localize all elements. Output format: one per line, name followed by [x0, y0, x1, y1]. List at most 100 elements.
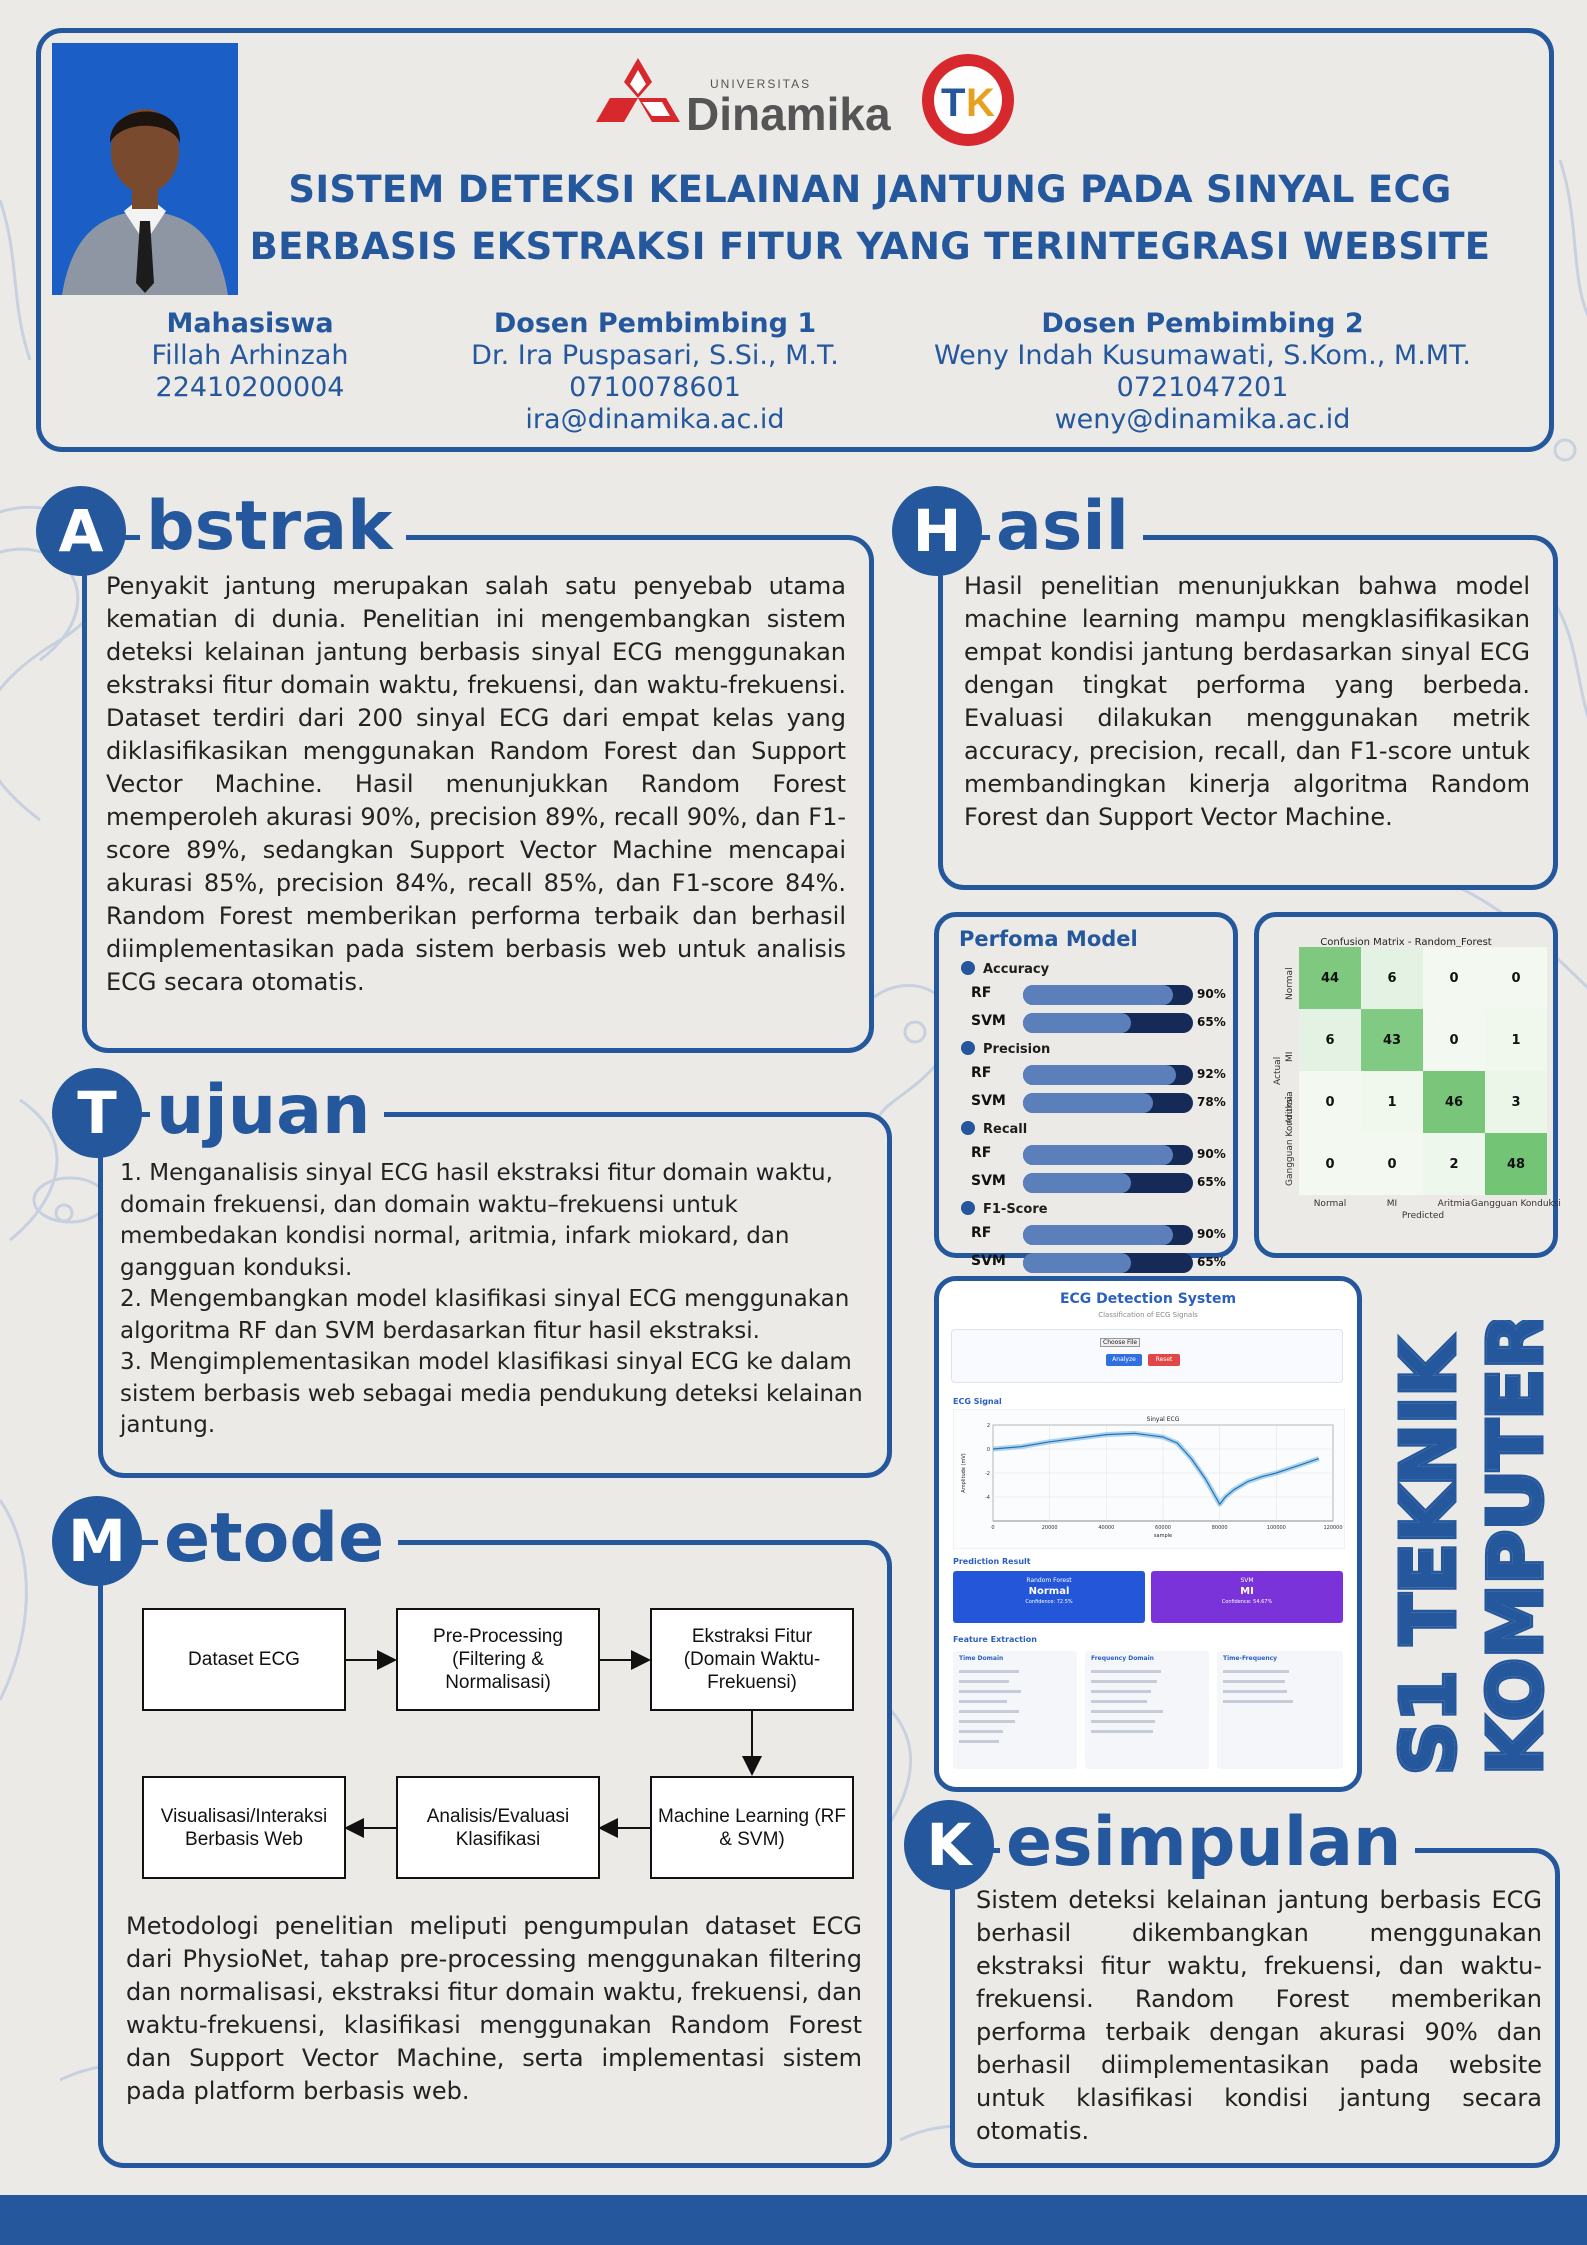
series-label: SVM: [971, 1173, 1006, 1189]
bar-track: [1023, 1253, 1193, 1273]
bar-value-label: 90%: [1197, 987, 1226, 1001]
web-rf-prediction: Normal: [1028, 1586, 1070, 1597]
confusion-matrix-cell: 1: [1485, 1009, 1547, 1071]
bar-track: [1023, 1093, 1193, 1113]
student-id: 22410200004: [155, 372, 345, 403]
ecg-x-tick: 20000: [1042, 1525, 1058, 1531]
advisor2-id: 0721047201: [1116, 372, 1289, 403]
confusion-matrix-cell: 6: [1299, 1009, 1361, 1071]
logo-small-text: UNIVERSITAS: [710, 77, 811, 91]
web-svm-result-card: SVM MI Confidence: 54.67%: [1151, 1571, 1343, 1623]
ecg-plot-title: Sinyal ECG: [1147, 1416, 1180, 1423]
confusion-matrix-cell: 44: [1299, 947, 1361, 1009]
web-analyze-button[interactable]: Analyze: [1106, 1354, 1142, 1366]
metric-bullet-icon: [961, 1201, 975, 1215]
web-feature-heading: Feature Extraction: [953, 1635, 1037, 1644]
web-time-frequency-card: Time-Frequency: [1217, 1651, 1343, 1769]
web-time-domain-label: Time Domain: [959, 1655, 1004, 1662]
flow-dataset-ecg: Dataset ECG: [142, 1608, 346, 1711]
web-prediction-heading: Prediction Result: [953, 1557, 1031, 1566]
advisor1-email[interactable]: ira@dinamika.ac.id: [525, 404, 785, 435]
web-frequency-domain-lines: [1091, 1670, 1163, 1733]
bar-fill: [1023, 1253, 1131, 1273]
metric-bullet-icon: [961, 1041, 975, 1055]
performance-metric-label: Recall: [961, 1121, 1027, 1137]
bar-track: [1023, 1013, 1193, 1033]
bar-fill: [1023, 1225, 1173, 1245]
web-reset-button[interactable]: Reset: [1148, 1354, 1180, 1366]
web-time-domain-lines: [959, 1670, 1021, 1743]
advisor2-email[interactable]: weny@dinamika.ac.id: [1054, 404, 1351, 435]
web-svm-label: SVM: [1240, 1577, 1254, 1584]
svg-text:K: K: [966, 81, 995, 125]
web-upload-card: Choose File Analyze Reset: [951, 1329, 1343, 1383]
confusion-matrix-cell: 0: [1485, 947, 1547, 1009]
ecg-plot-background: [953, 1409, 1345, 1549]
vertical-label-line2-fill: KOMPUTER: [1473, 1320, 1559, 1775]
ecg-y-tick: -2: [985, 1471, 990, 1477]
web-rf-confidence: Confidence: 72.5%: [1025, 1599, 1073, 1605]
web-time-domain-card: Time Domain: [953, 1651, 1077, 1769]
ecg-x-tick: 100000: [1267, 1525, 1286, 1531]
performance-chart-title: Perfoma Model: [959, 927, 1138, 951]
ecg-y-tick: 2: [987, 1423, 990, 1429]
metric-bullet-icon: [961, 961, 975, 975]
kesimpulan-badge: K: [904, 1800, 994, 1890]
abstrak-panel: [82, 535, 874, 1053]
ecg-x-tick: 40000: [1098, 1525, 1114, 1531]
confusion-matrix-x-tick: Gangguan Konduksi: [1471, 1199, 1561, 1209]
footer-bar: [0, 2195, 1587, 2245]
bar-track: [1023, 1225, 1193, 1245]
ecg-y-tick: 0: [987, 1447, 990, 1453]
tujuan-list: 1. Menganalisis sinyal ECG hasil ekstrak…: [120, 1158, 870, 1442]
web-subtitle: Classification of ECG Signals: [1098, 1311, 1198, 1319]
student-info: Mahasiswa Fillah Arhinzah 22410200004: [120, 308, 380, 404]
confusion-matrix-y-tick: Gangguan Konduksi: [1285, 1096, 1295, 1186]
svg-text:T: T: [941, 81, 965, 125]
advisor1-id: 0710078601: [569, 372, 741, 403]
confusion-matrix-x-label: Predicted: [1401, 1211, 1445, 1221]
bar-track: [1023, 1145, 1193, 1165]
poster-title-line1: SISTEM DETEKSI KELAINAN JANTUNG PADA SIN…: [288, 168, 1452, 211]
kesimpulan-panel: [950, 1848, 1560, 2168]
bar-fill: [1023, 985, 1173, 1005]
confusion-matrix-y-label: Actual: [1273, 1056, 1283, 1085]
confusion-matrix-cell: 2: [1423, 1133, 1485, 1195]
flow-machine-learning: Machine Learning (RF & SVM): [650, 1776, 854, 1879]
confusion-matrix-cell: 48: [1485, 1133, 1547, 1195]
web-choose-file-button[interactable]: Choose File: [1100, 1338, 1141, 1347]
web-svm-confidence: Confidence: 54.67%: [1221, 1599, 1273, 1605]
student-role: Mahasiswa: [166, 308, 334, 339]
hasil-text: Hasil penelitian menunjukkan bahwa model…: [964, 572, 1530, 831]
series-label: RF: [971, 985, 992, 1001]
tujuan-item: 1. Menganalisis sinyal ECG hasil ekstrak…: [120, 1160, 833, 1281]
bar-track: [1023, 985, 1193, 1005]
abstrak-heading: bstrak: [140, 484, 407, 570]
poster-title-line2: BERBASIS EKSTRAKSI FITUR YANG TERINTEGRA…: [249, 225, 1491, 268]
confusion-matrix-cell: 0: [1299, 1071, 1361, 1133]
web-svm-prediction: MI: [1240, 1586, 1254, 1597]
confusion-matrix-cell: 6: [1361, 947, 1423, 1009]
tujuan-heading: ujuan: [150, 1068, 385, 1154]
header-panel: [36, 28, 1554, 452]
tujuan-item: 2. Mengembangkan model klasifikasi sinya…: [120, 1286, 850, 1344]
ecg-y-label: Amplitude (mV): [961, 1453, 967, 1492]
metode-text: Metodologi penelitian meliputi pengumpul…: [126, 1912, 862, 2105]
metode-heading: etode: [158, 1496, 399, 1582]
bar-fill: [1023, 1173, 1131, 1193]
confusion-matrix-title: Confusion Matrix - Random_Forest: [1320, 937, 1492, 948]
advisor2-role: Dosen Pembimbing 2: [1041, 308, 1364, 339]
advisor2-info: Dosen Pembimbing 2 Weny Indah Kusumawati…: [910, 308, 1495, 436]
series-label: SVM: [971, 1253, 1006, 1269]
abstrak-text: Penyakit jantung merupakan salah satu pe…: [106, 572, 846, 996]
confusion-matrix-cell: 0: [1299, 1133, 1361, 1195]
web-app-screenshot: ECG Detection System Classification of E…: [934, 1276, 1362, 1792]
vertical-label-line1-fill: S1 TEKNIK: [1386, 1337, 1472, 1775]
confusion-matrix-x-tick: MI: [1386, 1199, 1398, 1209]
ecg-x-label: sample: [1154, 1533, 1172, 1539]
